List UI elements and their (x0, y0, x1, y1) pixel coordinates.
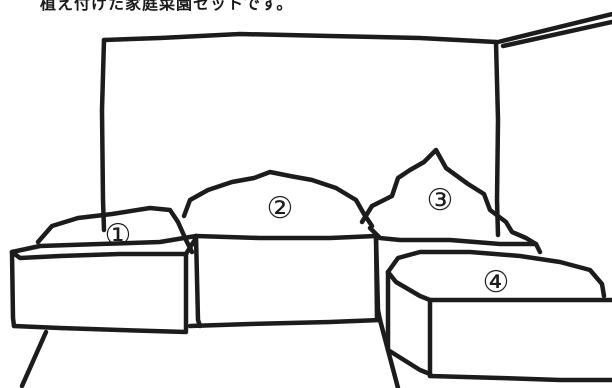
box-4-label: ④ (483, 265, 510, 300)
planter-1 (9, 205, 199, 335)
planter-4 (385, 249, 612, 383)
side-wall (495, 11, 612, 49)
caption-text: 植え付けた家庭菜園セットです。 (40, 0, 294, 13)
planter-2 (181, 169, 380, 329)
box-3-label: ③ (427, 183, 454, 218)
floor (19, 317, 401, 388)
box-1-label: ① (105, 218, 132, 253)
box-2-label: ② (267, 191, 294, 226)
